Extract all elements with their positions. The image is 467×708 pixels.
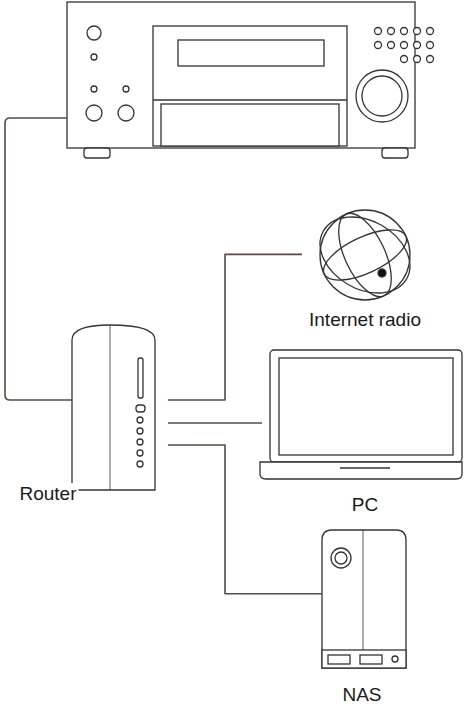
remote-button [388, 28, 395, 35]
pc-base [260, 462, 462, 479]
router-node: Router [15, 320, 160, 510]
pc-screen [270, 350, 462, 462]
globe-orbit [306, 202, 423, 309]
globe-line [328, 206, 402, 304]
network-cable [168, 445, 322, 594]
globe-line [317, 220, 414, 291]
indicator [91, 86, 97, 92]
router-led [137, 428, 143, 434]
remote-button [427, 42, 434, 49]
nas-button [331, 548, 351, 568]
button-grid [375, 28, 434, 63]
nas-button-inner [335, 552, 347, 564]
remote-button [414, 28, 421, 35]
network-cable [5, 118, 72, 400]
display [178, 40, 324, 66]
device-caption: Router [17, 483, 78, 505]
jack [86, 105, 102, 121]
pc-node: PC [258, 345, 464, 517]
nas-slot [360, 655, 382, 664]
volume-knob-inner [362, 76, 402, 116]
remote-button [427, 28, 434, 35]
volume-knob [356, 70, 408, 122]
front-panel [153, 26, 347, 146]
remote-button [401, 28, 408, 35]
device-caption: Internet radio [307, 309, 423, 331]
receiver-foot [84, 148, 110, 158]
nas-slot [328, 655, 350, 664]
router-body [72, 325, 155, 490]
remote-button [401, 42, 408, 49]
nas-bay [322, 650, 406, 668]
router-led [136, 405, 145, 412]
drawer [161, 104, 339, 146]
internet-radio-node: Internet radio [298, 205, 432, 335]
remote-button [375, 42, 382, 49]
router-led [137, 439, 143, 445]
nas-node: NAS [318, 525, 408, 706]
remote-button [414, 42, 421, 49]
router-led [137, 461, 143, 467]
remote-button [401, 56, 408, 63]
device-caption: NAS [340, 684, 383, 706]
device-caption: PC [350, 494, 380, 516]
power-button [87, 26, 101, 40]
router-edge [110, 325, 111, 490]
router-led [137, 450, 143, 456]
panel-line [153, 99, 347, 100]
jack [118, 105, 134, 121]
network-cable [168, 422, 262, 424]
remote-button [414, 56, 421, 63]
nas-led [392, 656, 398, 662]
pc-display [279, 358, 453, 455]
pc-notch [340, 467, 390, 468]
indicator [123, 86, 129, 92]
remote-button [375, 28, 382, 35]
nas-edge [363, 530, 364, 668]
nas-body [322, 530, 406, 668]
router-led-bar [138, 358, 143, 398]
receiver-body [67, 2, 415, 148]
router-led [137, 417, 143, 423]
remote-button [388, 42, 395, 49]
indicator [91, 54, 97, 60]
remote-button [427, 56, 434, 63]
network-cable [168, 254, 302, 400]
globe-dot [378, 269, 386, 277]
receiver-foot [382, 148, 408, 158]
